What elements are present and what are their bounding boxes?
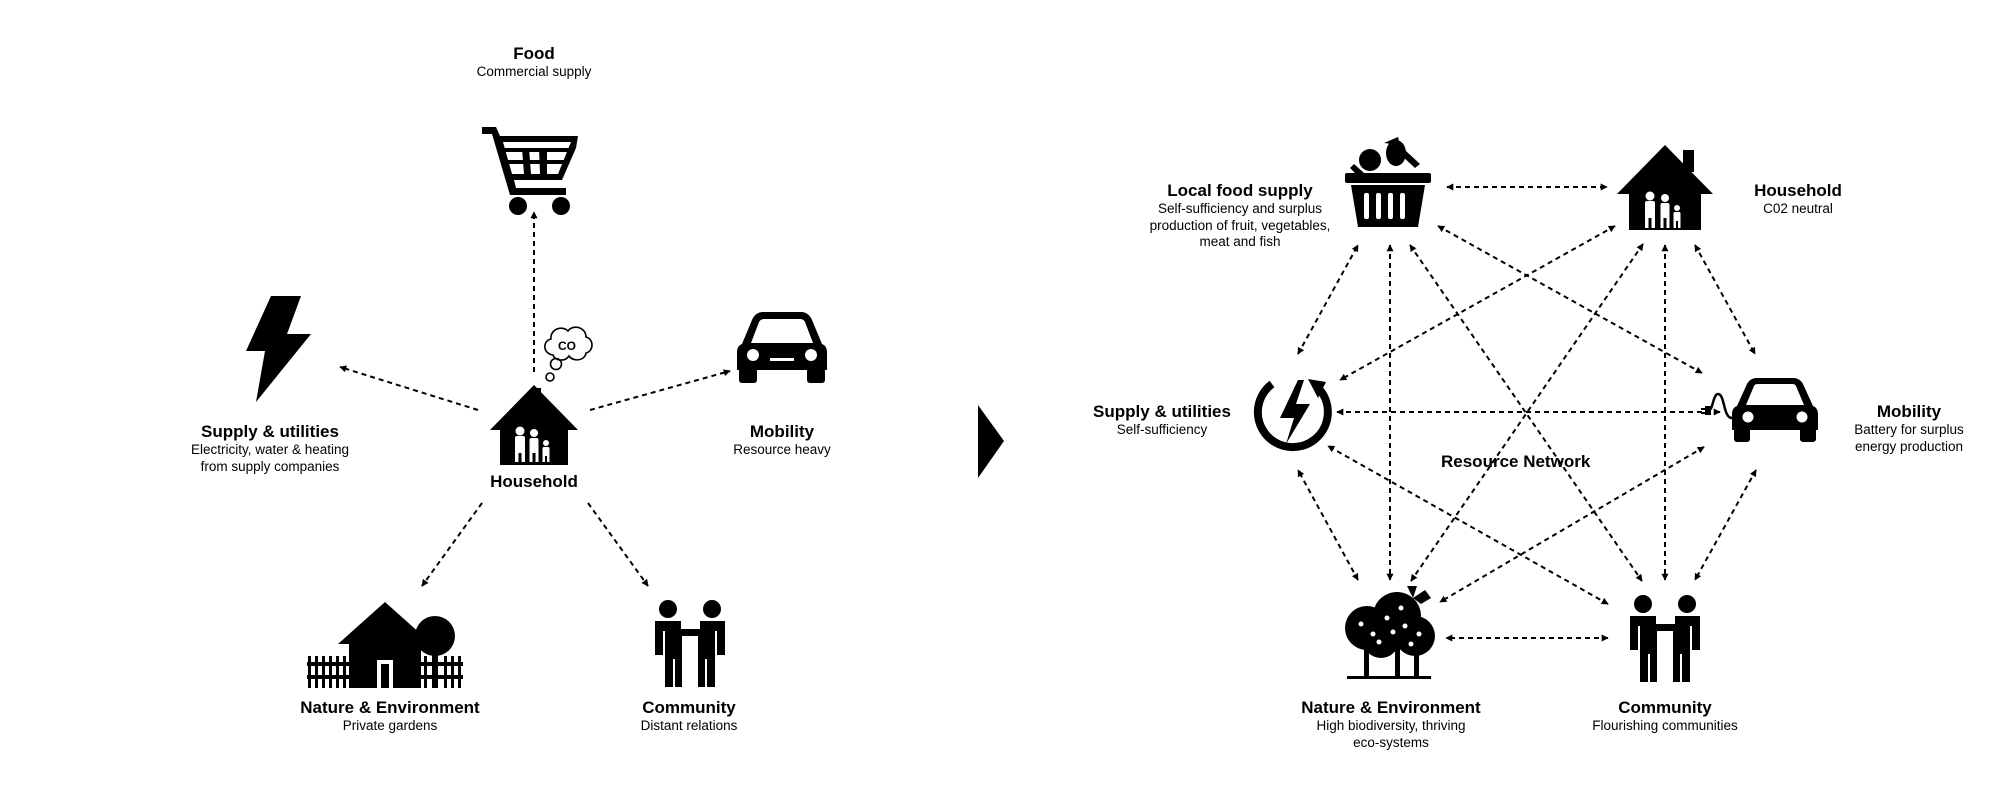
trees-butterfly-icon	[1345, 586, 1435, 679]
two-people-icon	[1630, 595, 1700, 682]
smoke-cloud-icon	[544, 326, 593, 382]
arrow-household-supply	[1339, 225, 1616, 381]
label-supply-utilities-right: Supply & utilities Self-sufficiency	[1062, 402, 1262, 439]
label-community: Community Distant relations	[609, 698, 769, 735]
local-food-title: Local food supply	[1167, 181, 1313, 200]
arrow-household-to-mobility	[589, 369, 731, 411]
community-right-title: Community	[1618, 698, 1712, 717]
supply-right-subtitle: Self-sufficiency	[1116, 422, 1208, 438]
community-right-subtitle: Flourishing communities	[1592, 718, 1738, 734]
arrow-household-to-nature	[421, 502, 483, 587]
label-household: Household	[464, 472, 604, 492]
local-food-subtitle: Self-sufficiency and surplus production …	[1149, 201, 1331, 249]
arrow-household-to-supply	[339, 365, 479, 411]
label-food: Food Commercial supply	[434, 44, 634, 81]
label-household-right: Household C02 neutral	[1718, 181, 1878, 218]
house-family-icon	[490, 385, 578, 465]
electric-car-icon	[1701, 378, 1818, 442]
mobility-title: Mobility	[749, 422, 815, 441]
label-nature-environment-right: Nature & Environment High biodiversity, …	[1266, 698, 1516, 751]
label-community-right: Community Flourishing communities	[1575, 698, 1755, 735]
shopping-cart-icon	[482, 127, 578, 215]
car-icon	[737, 312, 827, 383]
two-people-icon	[655, 600, 725, 687]
mobility-right-subtitle: Battery for surplus energy production	[1854, 422, 1964, 454]
arrow-mobility-community	[1694, 469, 1757, 581]
house-tree-garden-icon	[307, 602, 463, 688]
label-mobility-right: Mobility Battery for surplus energy prod…	[1834, 402, 1984, 455]
label-local-food-supply: Local food supply Self-sufficiency and s…	[1120, 181, 1360, 250]
household-right-subtitle: C02 neutral	[1763, 201, 1833, 217]
arrow-household-to-community	[587, 502, 649, 587]
label-supply-utilities: Supply & utilities Electricity, water & …	[160, 422, 380, 475]
nature-right-subtitle: High biodiversity, thriving eco-systems	[1316, 718, 1466, 750]
mobility-right-title: Mobility	[1876, 402, 1942, 421]
arrow-nature-supply	[1297, 469, 1359, 581]
community-subtitle: Distant relations	[640, 718, 738, 734]
arrow-household-mobility	[1694, 244, 1756, 355]
nature-subtitle: Private gardens	[342, 718, 438, 734]
food-subtitle: Commercial supply	[476, 64, 592, 80]
house-family-icon	[1617, 145, 1713, 230]
renewable-power-icon	[1253, 379, 1332, 452]
food-basket-icon	[1345, 137, 1431, 227]
supply-subtitle: Electricity, water & heating from supply…	[190, 442, 350, 474]
left-diagram: CO	[246, 127, 827, 688]
co2-label: CO	[558, 339, 576, 353]
resource-network-title: Resource Network	[1441, 452, 1591, 471]
right-diagram	[1253, 137, 1818, 682]
supply-title: Supply & utilities	[201, 422, 339, 441]
food-title: Food	[513, 44, 555, 63]
community-title: Community	[642, 698, 736, 717]
lightning-bolt-icon	[246, 296, 311, 402]
mobility-subtitle: Resource heavy	[733, 442, 831, 458]
label-nature-environment: Nature & Environment Private gardens	[270, 698, 510, 735]
label-mobility: Mobility Resource heavy	[702, 422, 862, 459]
nature-title: Nature & Environment	[300, 698, 480, 717]
household-title: Household	[490, 472, 578, 491]
arrow-supply-food	[1297, 244, 1359, 355]
supply-right-title: Supply & utilities	[1093, 402, 1231, 421]
nature-right-title: Nature & Environment	[1301, 698, 1481, 717]
household-right-title: Household	[1754, 181, 1842, 200]
transition-arrow-icon	[978, 405, 1004, 478]
